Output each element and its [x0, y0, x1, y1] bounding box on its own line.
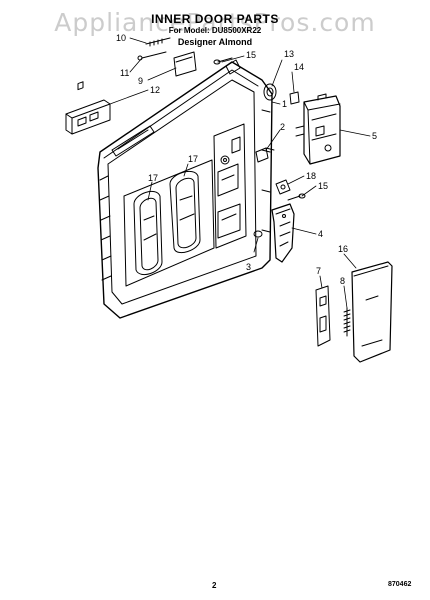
leader-lines: [109, 37, 371, 309]
part-11-pin: [137, 51, 167, 61]
callout-17-right: 17: [188, 154, 198, 164]
model-line: For Model: DU8500XR22: [168, 26, 262, 35]
part-8-spring: [343, 307, 351, 337]
part-5-dispenser: [295, 93, 341, 165]
diagram-title: INNER DOOR PARTS: [151, 12, 279, 26]
part-13-knob: [263, 83, 277, 101]
callout-11: 11: [120, 68, 129, 78]
callout-8: 8: [340, 276, 345, 286]
callout-15-top: 15: [246, 50, 256, 60]
callout-10: 10: [116, 33, 126, 43]
part-10-spring: [145, 37, 171, 47]
callout-9: 9: [138, 76, 143, 86]
part-7-slide: [315, 285, 331, 347]
part-18-spring: [275, 179, 291, 195]
part-9-vent-cover: [173, 51, 197, 77]
callout-18: 18: [306, 171, 316, 181]
part-15-screw-top: [213, 57, 233, 65]
callout-1: 1: [282, 99, 287, 109]
callout-14: 14: [294, 62, 304, 72]
watermark: AppliancePartsPros.com: [54, 8, 376, 37]
part-14-cap: [289, 91, 300, 105]
part-12-vent-bracket: [65, 81, 111, 135]
callout-16: 16: [338, 244, 348, 254]
part-3-pin: [253, 230, 263, 238]
part-16-cover-panel: [351, 261, 393, 363]
callout-2: 2: [280, 122, 285, 132]
callout-15-lower: 15: [318, 181, 328, 191]
reference-code: 870462: [388, 581, 412, 588]
page-number: 2: [212, 581, 217, 590]
variant-line: Designer Almond: [177, 37, 253, 47]
callout-12: 12: [150, 85, 160, 95]
callout-17-left: 17: [148, 173, 158, 183]
callout-labels: 10 11 9 12 15 13 14 1 5 2 17 17 18 15 4 …: [116, 33, 377, 286]
part-4-latch: [271, 203, 295, 263]
callout-13: 13: [284, 49, 294, 59]
part-15-screw-lower: [287, 193, 306, 201]
callout-4: 4: [318, 229, 323, 239]
callout-7: 7: [316, 266, 321, 276]
callout-5: 5: [372, 131, 377, 141]
callout-3: 3: [246, 262, 251, 272]
inner-door-panel: [97, 59, 273, 319]
